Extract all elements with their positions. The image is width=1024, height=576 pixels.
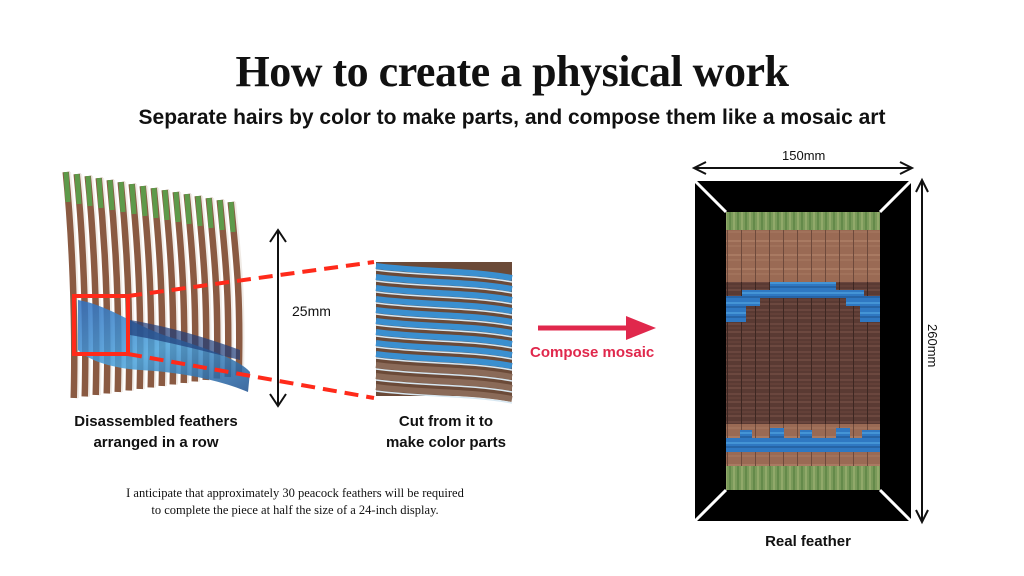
- width-dimension-arrow: [691, 161, 915, 175]
- frame-height-label: 260mm: [925, 324, 940, 368]
- feather-tip: [118, 181, 126, 213]
- frame-height-dimension-arrow: [915, 177, 929, 525]
- feather-tip: [228, 201, 236, 233]
- feather-tip: [217, 199, 225, 231]
- feather-tip: [151, 187, 159, 219]
- feather-tip: [129, 183, 137, 215]
- compose-arrow: [538, 316, 656, 340]
- page-subtitle: Separate hairs by color to make parts, a…: [138, 106, 886, 129]
- real-feather-caption: Real feather: [765, 533, 851, 550]
- closeup-strand-highlight: [375, 368, 513, 382]
- feather-strand-highlight: [91, 175, 102, 396]
- closeup-strand: [375, 274, 513, 292]
- height-dimension-arrow: [269, 228, 287, 408]
- closeup-strand: [375, 296, 513, 314]
- feather-height-label: 25mm: [292, 303, 331, 319]
- feathers-caption-line2: arranged in a row: [93, 434, 219, 451]
- closeup-strand-highlight: [375, 346, 513, 360]
- closeup-strand-highlight: [375, 357, 513, 371]
- feather-tip: [63, 171, 71, 203]
- feather-tip: [85, 175, 93, 207]
- framed-mosaic: [692, 178, 914, 524]
- closeup-strand-highlight: [375, 291, 513, 305]
- feather-tip: [74, 173, 82, 205]
- frame-width-label: 150mm: [782, 148, 826, 163]
- closeup-strand: [375, 373, 513, 391]
- closeup-strand: [375, 351, 513, 369]
- closeup-strand-highlight: [375, 269, 513, 283]
- closeup-strand-highlight: [375, 302, 513, 316]
- closeup-strand-highlight: [375, 335, 513, 349]
- color-part-closeup: [375, 262, 513, 404]
- zoom-connector-top: [127, 260, 375, 298]
- closeup-strand: [375, 318, 513, 336]
- cut-caption-line1: Cut from it to: [398, 413, 494, 430]
- closeup-strand-highlight: [375, 280, 513, 294]
- feather-tip: [184, 193, 192, 225]
- closeup-strand: [375, 329, 513, 347]
- feather-strand-highlight: [80, 173, 91, 397]
- closeup-strand-highlight: [375, 324, 513, 338]
- feather-tip: [206, 197, 214, 229]
- cut-caption: Cut from it to make color parts: [366, 411, 526, 453]
- feather-estimate-note: I anticipate that approximately 30 peaco…: [80, 485, 510, 519]
- note-line2: to complete the piece at half the size o…: [151, 503, 439, 517]
- closeup-strand: [375, 263, 513, 281]
- zoom-connector-bottom: [127, 352, 375, 400]
- closeup-strand-highlight: [375, 379, 513, 393]
- feather-tip: [96, 177, 104, 209]
- feather-tip: [140, 185, 148, 217]
- closeup-strand-highlight: [375, 390, 513, 404]
- feather-tip: [195, 195, 203, 227]
- feather-tip: [162, 189, 170, 221]
- closeup-strand: [375, 362, 513, 380]
- closeup-strand: [375, 384, 513, 402]
- cut-caption-line2: make color parts: [385, 434, 507, 451]
- feather-tip: [173, 191, 181, 223]
- compose-mosaic-label: Compose mosaic: [530, 344, 655, 361]
- feather-row-image: [62, 171, 250, 399]
- closeup-strand-highlight: [375, 313, 513, 327]
- feather-strand-highlight: [69, 171, 80, 399]
- selection-highlight-box: [72, 294, 130, 356]
- feather-tip: [107, 179, 115, 211]
- feathers-caption: Disassembled feathers arranged in a row: [56, 411, 256, 453]
- feathers-caption-line1: Disassembled feathers: [74, 413, 238, 430]
- note-line1: I anticipate that approximately 30 peaco…: [126, 486, 464, 500]
- closeup-strand: [375, 340, 513, 358]
- page-title: How to create a physical work: [235, 47, 789, 96]
- closeup-strand: [375, 285, 513, 303]
- closeup-strand: [375, 307, 513, 325]
